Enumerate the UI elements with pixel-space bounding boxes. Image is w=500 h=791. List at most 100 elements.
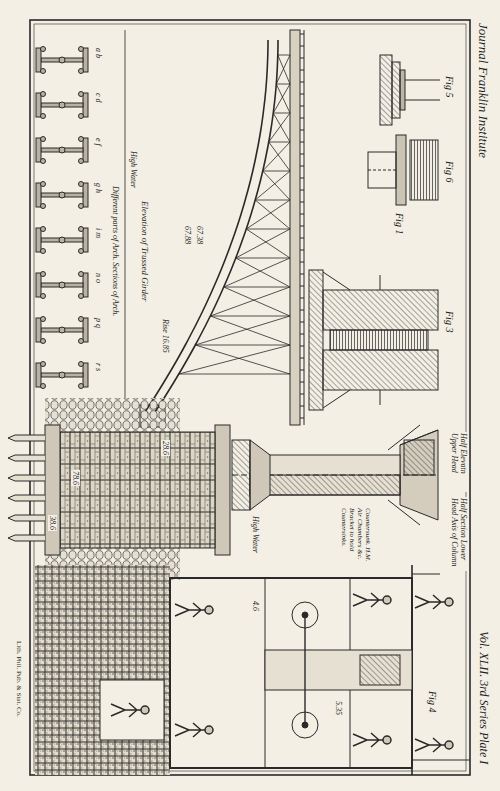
truss-brace [263,171,290,200]
truss-brace [255,171,290,200]
threaded-cap-figure [368,135,438,205]
truss-brace [210,316,290,345]
truss-brace [269,142,290,171]
truss-brace [263,142,290,171]
plate-frame [30,20,470,775]
truss-post [210,316,290,317]
dimension: 67.88 [183,225,192,245]
figure-caption: Elevation of Trussed Girder [140,200,150,302]
rail-post [300,346,304,347]
arch-sections [36,47,88,389]
rail-post [300,394,304,395]
rail-post [300,322,304,323]
rail-post [300,34,304,35]
dimension: 38.6 [48,515,57,531]
figure-label: Fig 5 [444,75,456,98]
truss-post [263,171,290,172]
truss-post [276,84,290,85]
pier [8,398,230,580]
rail-post [300,274,304,275]
section-label: c d [94,92,103,104]
worker-figures [111,593,453,752]
view-caption: Half Elevatn Upper Head [450,432,468,492]
trussed-girder [140,30,304,427]
column-base-figure [380,55,440,125]
truss-brace [276,55,290,84]
truss-brace [269,113,290,142]
rail-post [300,250,304,251]
rail-post [300,226,304,227]
rail-post [300,94,304,95]
dimension: 5.35 [334,700,343,716]
truss-brace [195,316,290,345]
section-label: p q [94,317,103,329]
section-label: n o [94,272,103,284]
truss-brace [195,345,290,374]
figure-label: Fig 4 [427,690,439,713]
truss-post [246,229,290,230]
figure-label: Fig 1 [394,212,406,235]
section-label: a b [94,47,103,59]
rail-post [300,70,304,71]
truss-post [236,258,290,259]
truss-brace [246,229,290,258]
note-text: Countersunk. H.M. Air Chambers &c. Brack… [340,507,372,563]
figure-label: Fig 6 [444,160,456,183]
truss-brace [236,229,290,258]
truss-brace [273,113,290,142]
section-label: i m [94,227,103,239]
rail-post [300,406,304,407]
dimension: 4.6 [251,600,260,612]
column-figure [232,425,438,525]
section-label: r s [94,362,103,372]
rail-post [300,370,304,371]
rail-post [300,178,304,179]
rail-post [300,82,304,83]
truss-brace [224,258,290,287]
rail-post [300,154,304,155]
view-caption: Half Section Lower Head Axis of Column [450,497,468,571]
rail-post [300,190,304,191]
truss-post [179,374,290,375]
rail-post [300,262,304,263]
truss-post [278,55,290,56]
section-label: e f [94,137,103,147]
truss-post [195,345,290,346]
rail-post [300,334,304,335]
section-label: g h [94,182,103,194]
rail-post [300,238,304,239]
rail-post [300,418,304,419]
truss-post [255,200,290,201]
truss-brace [246,200,290,229]
rail-post [300,310,304,311]
rail-post [300,142,304,143]
rail-post [300,286,304,287]
rail-post [300,298,304,299]
truss-brace [276,84,290,113]
truss-brace [273,84,290,113]
water-label: High Water [129,150,138,189]
plate-title: Journal Franklin Institute [475,22,490,159]
dimension: 78.6 [71,470,80,486]
rail-post [300,130,304,131]
printer-credit: Lith. Phil. Pub. & Stat. Co. [15,640,23,718]
dimension: Rise 16.85 [161,318,170,354]
truss-brace [179,345,290,374]
truss-brace [210,287,290,316]
truss-brace [236,258,290,287]
truss-brace [255,200,290,229]
truss-post [273,113,290,114]
rail-post [300,46,304,47]
dimension: 28.6 [161,440,170,456]
truss-post [224,287,290,288]
truss-brace [278,55,290,84]
rail-post [300,106,304,107]
joint-section-figure [309,270,438,410]
rail-post [300,202,304,203]
plate-number: Vol. XLII. 3rd Series Plate I [476,630,490,765]
caisson-figure [35,565,470,775]
rail-post [300,214,304,215]
water-label: High Water [251,515,260,554]
